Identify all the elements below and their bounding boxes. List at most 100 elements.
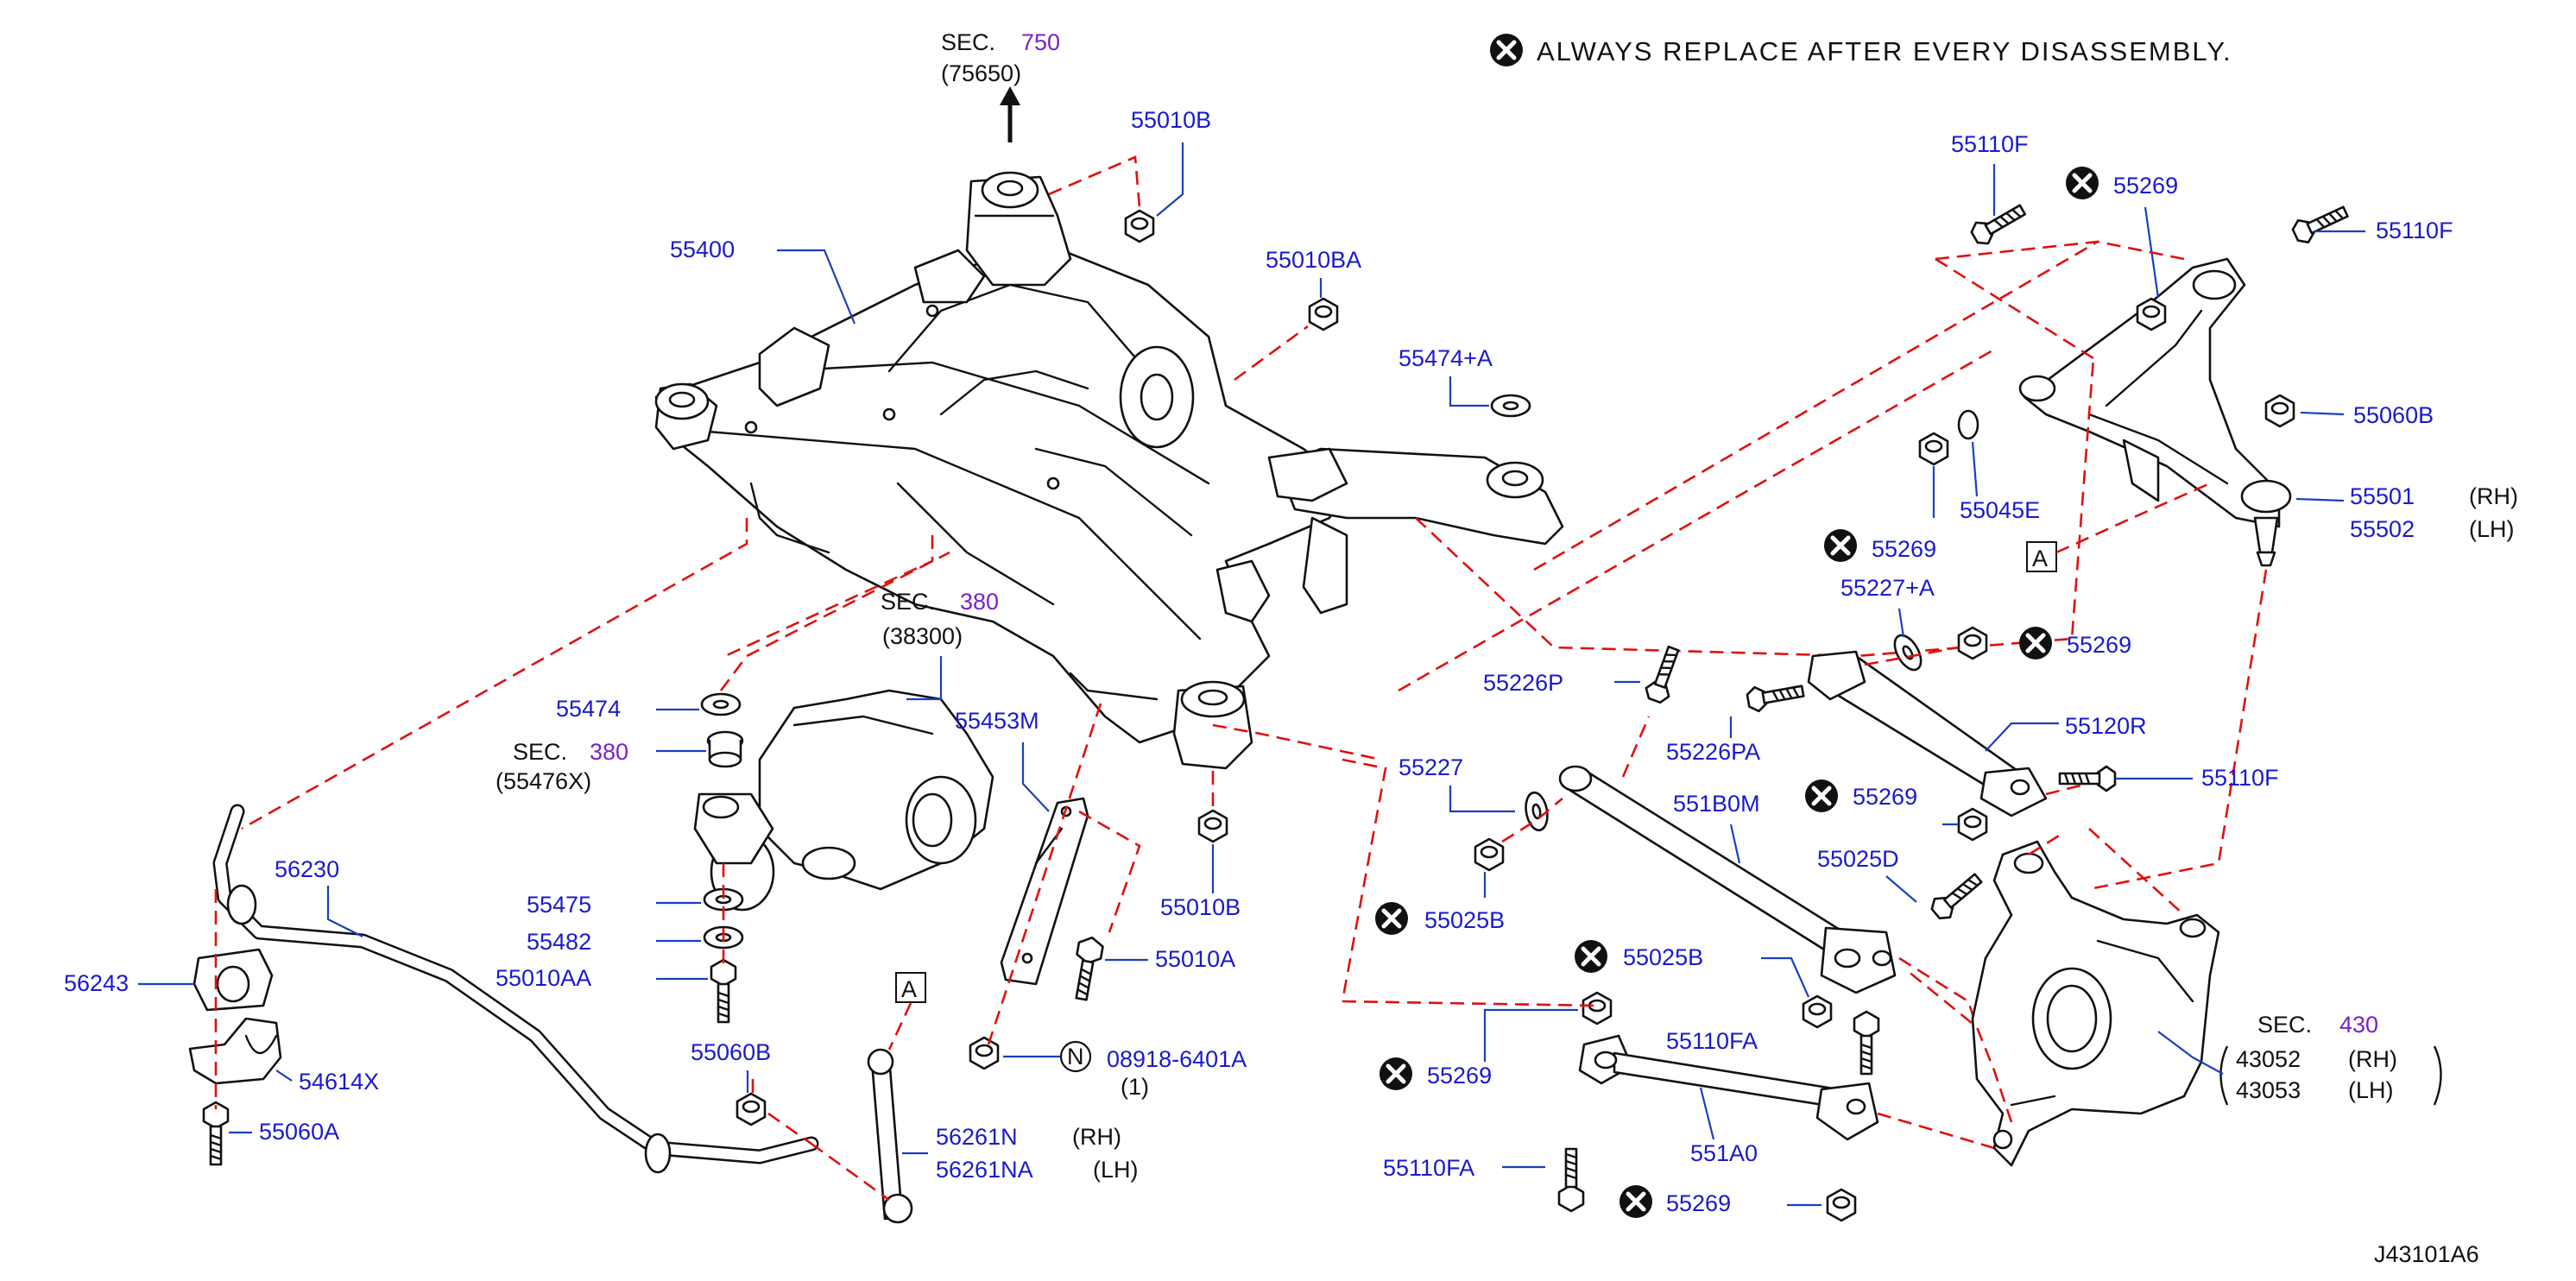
side-55501: (RH): [2469, 483, 2518, 509]
sec-380b-number: 380: [590, 739, 628, 765]
label-43053: 43053: [2236, 1077, 2301, 1103]
washer-icon: [1490, 394, 1531, 418]
label-56261N: 56261N: [936, 1124, 1018, 1150]
label-55269-a: 55269: [2113, 173, 2178, 199]
always-replace-note: ALWAYS REPLACE AFTER EVERY DISASSEMBLY.: [1490, 34, 2232, 66]
rear-subframe: [654, 171, 1564, 770]
label-55010AA: 55010AA: [496, 965, 591, 991]
bolt-icon: [1557, 1147, 1585, 1213]
always-replace-text: ALWAYS REPLACE AFTER EVERY DISASSEMBLY.: [1537, 36, 2232, 66]
sec-380-number: 380: [960, 589, 999, 615]
washer-icon: [700, 692, 742, 716]
nut-icon: [2136, 297, 2167, 331]
nut-icon: [1197, 809, 1228, 843]
replace-mark-icon: [1619, 1185, 1652, 1218]
label-55110FA-b: 55110FA: [1383, 1155, 1474, 1181]
sec-750-sub: (75650): [941, 60, 1021, 86]
rear-knuckle: [1971, 840, 2220, 1167]
label-56261NA: 56261NA: [936, 1157, 1033, 1183]
label-551B0M: 551B0M: [1673, 791, 1760, 817]
ref-a-right: A: [2032, 546, 2048, 571]
nut-icon: [1918, 432, 1949, 466]
ref-a-left: A: [901, 976, 917, 1002]
drawing-id: J43101A6: [2374, 1241, 2479, 1267]
label-55226PA: 55226PA: [1666, 739, 1760, 765]
side-55502: (LH): [2469, 516, 2515, 542]
replace-mark-icon: [1805, 779, 1838, 812]
label-55025D: 55025D: [1817, 846, 1899, 872]
nut-icon: [2264, 394, 2295, 428]
label-55269-b: 55269: [1872, 536, 1936, 562]
label-55110F-c: 55110F: [2201, 765, 2279, 791]
label-55010BA: 55010BA: [1266, 247, 1361, 273]
nut-icon: [969, 1036, 1000, 1070]
side-56261N: (RH): [1072, 1124, 1121, 1150]
nut-icon: [1802, 994, 1833, 1029]
sec-430-number: 430: [2339, 1012, 2378, 1038]
lower-link-551A0: [1578, 1034, 1879, 1141]
sec-380b-sub: (55476X): [496, 768, 591, 794]
nut-icon: [736, 1092, 767, 1126]
toe-link-55120R: [1807, 650, 2048, 817]
ref-a-box-right: [2026, 541, 2057, 572]
label-55269-e: 55269: [1427, 1063, 1492, 1089]
sec-750-callout: SEC. 750 (75650): [941, 29, 1060, 142]
bolt-icon: [2058, 765, 2117, 792]
replace-mark-icon: [2019, 627, 2052, 659]
bolt-icon: [1642, 643, 1686, 706]
sec-380-sub: (38300): [882, 623, 963, 649]
label-56243: 56243: [64, 970, 129, 996]
sec-430-label: SEC.: [2257, 1012, 2312, 1038]
label-55010B-low: 55010B: [1160, 894, 1241, 920]
bracket-left: [2219, 1045, 2229, 1106]
label-55010A: 55010A: [1155, 946, 1235, 972]
side-43052: (RH): [2348, 1046, 2397, 1072]
label-55110FA-a: 55110FA: [1666, 1028, 1758, 1054]
qty-08918: (1): [1121, 1074, 1149, 1100]
sec-380b-label: SEC.: [513, 739, 567, 765]
mount-bushing-55476X: [706, 730, 744, 768]
label-08918-6401A: 08918-6401A: [1107, 1046, 1247, 1072]
sec-750-label: SEC.: [941, 29, 995, 55]
lower-link-551B0M: [1558, 765, 1897, 994]
label-55060B-right: 55060B: [2353, 402, 2434, 428]
bolt-icon: [1927, 868, 1987, 924]
n-circle-icon: [1059, 1040, 1092, 1073]
nut-icon: [1582, 991, 1613, 1025]
stabilizer-bar: [212, 804, 819, 1174]
bracket-right: [2433, 1045, 2442, 1106]
nut-icon: [1826, 1188, 1857, 1222]
stabilizer-link-56261N: [867, 1048, 913, 1224]
label-55474A: 55474+A: [1398, 345, 1493, 371]
sec-380-label: SEC.: [881, 589, 935, 615]
label-55120R: 55120R: [2065, 713, 2147, 739]
label-55400: 55400: [670, 237, 735, 262]
bolt-icon: [2289, 199, 2352, 248]
label-55482: 55482: [527, 929, 591, 955]
label-55269-f: 55269: [1666, 1190, 1731, 1216]
stabilizer-clamp-54614X: [188, 1017, 282, 1085]
stabilizer-bushing-56243: [193, 948, 274, 1012]
side-56261NA: (LH): [1093, 1157, 1139, 1183]
replace-mark-icon: [1575, 940, 1607, 973]
replace-mark-icon: [1824, 529, 1857, 562]
label-55269-c: 55269: [2067, 632, 2131, 658]
bolt-icon: [1853, 1010, 1880, 1076]
differential-unit: [693, 689, 994, 912]
label-55060A: 55060A: [259, 1119, 339, 1145]
bolt-icon: [710, 958, 737, 1024]
label-55025B-a: 55025B: [1424, 907, 1505, 933]
label-43052: 43052: [2236, 1046, 2301, 1072]
label-55226P: 55226P: [1483, 670, 1563, 696]
nut-icon: [1957, 626, 1988, 660]
nut-icon: [1474, 837, 1505, 872]
label-55502: 55502: [2350, 516, 2415, 542]
nut-icon: [1957, 807, 1988, 842]
label-551A0: 551A0: [1690, 1140, 1758, 1166]
label-55010B-top: 55010B: [1131, 107, 1211, 133]
label-55269-d: 55269: [1853, 784, 1917, 810]
label-55475: 55475: [527, 892, 591, 918]
label-55474: 55474: [556, 696, 621, 722]
label-55060B-left: 55060B: [691, 1039, 771, 1065]
